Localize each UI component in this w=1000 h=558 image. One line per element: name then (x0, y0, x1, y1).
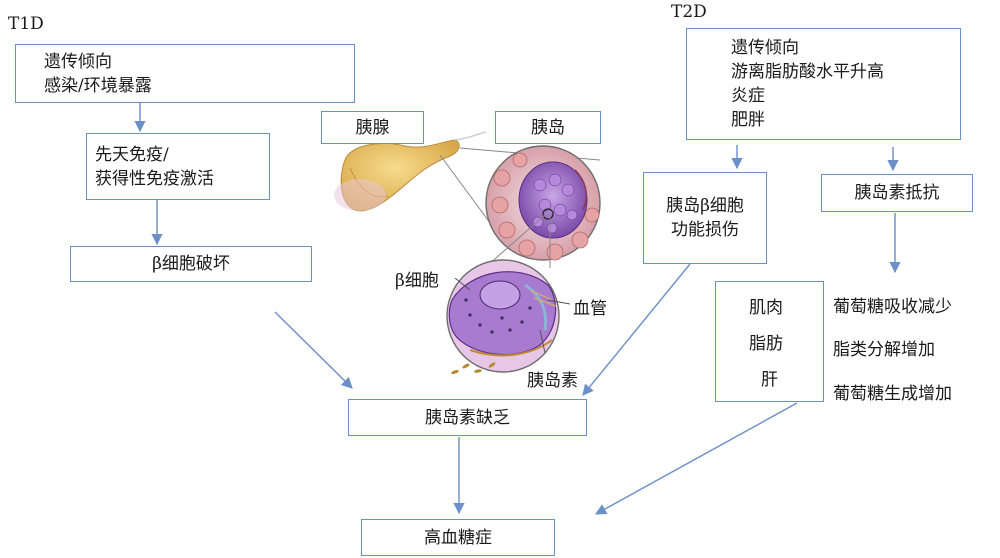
t2d-cause-inflammation: 炎症 (731, 86, 765, 106)
t1d-cause-genetic: 遗传倾向 (44, 51, 112, 72)
t1d-title: T1D (8, 14, 44, 34)
tissue-liver: 肝 (761, 370, 778, 390)
islet-illustration (485, 145, 601, 261)
vessel-label: 血管 (573, 299, 607, 319)
tissues-box: 肌肉 脂肪 肝 (715, 281, 824, 402)
t2d-cause-obesity: 肥胖 (731, 110, 765, 130)
islet-label-box: 胰岛 (495, 111, 601, 144)
t2d-cause-ffa: 游离脂肪酸水平升高 (731, 62, 884, 82)
hyperglycemia-box: 高血糖症 (361, 519, 555, 556)
islet-label: 胰岛 (531, 117, 565, 138)
arrow-tissues-to-hyperglycemia (595, 402, 798, 515)
insulin-resistance-box: 胰岛素抵抗 (821, 174, 973, 212)
t2d-causes-box: 遗传倾向 游离脂肪酸水平升高 炎症 肥胖 (686, 28, 961, 140)
t2d-cause-genetic: 遗传倾向 (731, 38, 799, 58)
t1d-immune-box: 先天免疫/ 获得性免疫激活 (86, 133, 270, 200)
tissue-fat: 脂肪 (749, 334, 783, 354)
t1d-causes-box: 遗传倾向 感染/环境暴露 (15, 44, 355, 103)
insulin-label: 胰岛素 (527, 371, 578, 391)
beta-damage-line-1: 胰岛β细胞 (666, 196, 744, 216)
insulin-resistance-label: 胰岛素抵抗 (854, 183, 940, 203)
beta-destruction-label: β细胞破坏 (152, 254, 230, 274)
insulin-deficiency-box: 胰岛素缺乏 (348, 399, 587, 436)
t1d-cause-infection: 感染/环境暴露 (44, 75, 152, 96)
beta-damage-line-2: 功能损伤 (671, 220, 739, 240)
effect-lipolysis: 脂类分解增加 (833, 340, 935, 360)
immune-line-1: 先天免疫/ (95, 144, 169, 165)
beta-damage-box: 胰岛β细胞 功能损伤 (643, 172, 767, 264)
insulin-granules (451, 362, 496, 375)
pancreas-label-box: 胰腺 (321, 111, 424, 144)
pancreas-label: 胰腺 (355, 117, 390, 138)
effect-glucose-uptake: 葡萄糖吸收减少 (833, 297, 952, 317)
beta-cell-illustration (446, 259, 560, 373)
t2d-title: T2D (671, 2, 707, 22)
beta-cell-label: β细胞 (395, 271, 439, 291)
arrow-beta-to-deficiency (274, 311, 353, 389)
hyperglycemia-label: 高血糖症 (424, 527, 492, 548)
immune-line-2: 获得性免疫激活 (95, 168, 214, 189)
effect-gluconeogenesis: 葡萄糖生成增加 (833, 384, 952, 404)
tissue-muscle: 肌肉 (749, 298, 783, 318)
pancreas-illustration (334, 131, 487, 212)
insulin-deficiency-label: 胰岛素缺乏 (425, 407, 510, 428)
beta-destruction-box: β细胞破坏 (70, 246, 312, 282)
arrow-beta-damage-to-deficiency (582, 263, 691, 396)
